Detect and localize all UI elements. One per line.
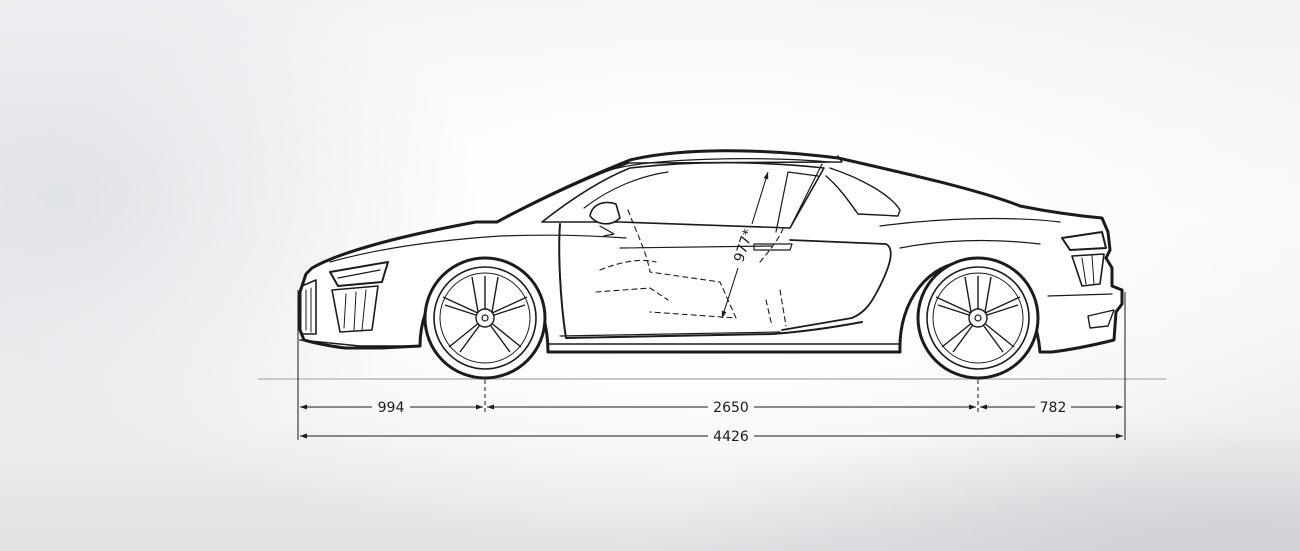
front-wheel	[423, 256, 547, 380]
car-body	[298, 149, 1124, 354]
rear-overhang-label: 782	[1040, 400, 1067, 416]
dimension-rear-overhang: 782	[980, 400, 1123, 416]
wheelbase-label: 2650	[713, 400, 749, 416]
dimension-wheelbase: 2650	[487, 400, 976, 416]
dimension-front-overhang: 994	[300, 400, 483, 416]
overall-length-label: 4426	[713, 429, 749, 445]
dimension-overall-length: 4426	[300, 429, 1123, 445]
front-overhang-label: 994	[378, 400, 405, 416]
rear-wheel	[916, 256, 1040, 380]
extension-lines	[297, 290, 1126, 440]
